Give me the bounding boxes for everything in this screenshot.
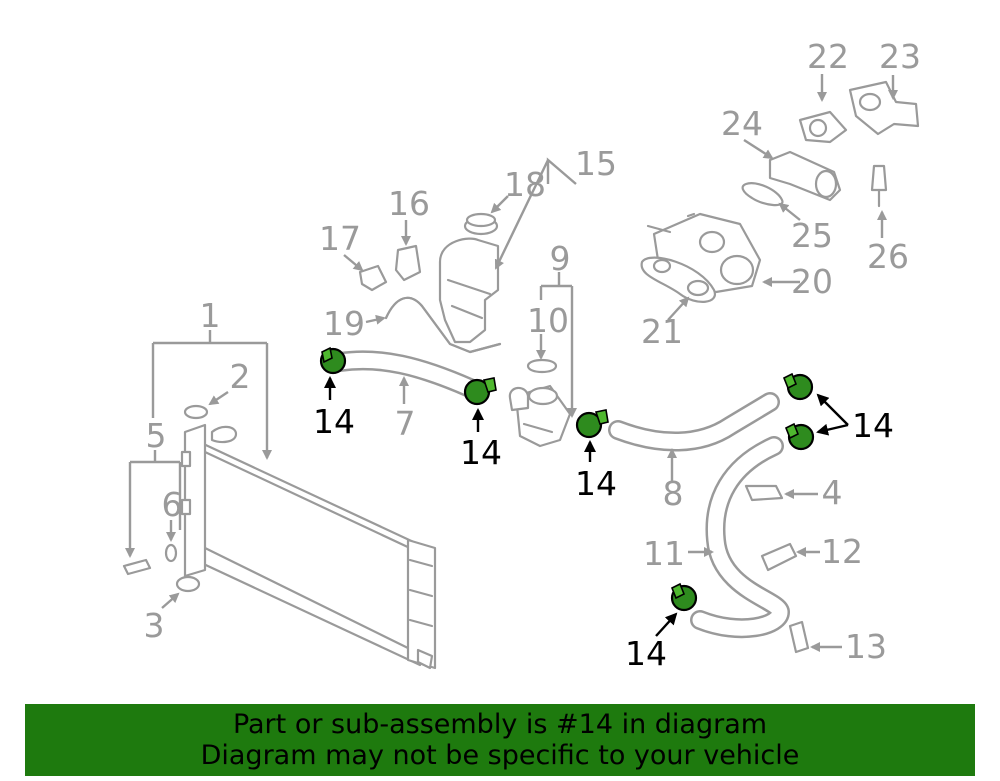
- callout-15: 15: [575, 144, 617, 183]
- heater-hose: [608, 392, 780, 482]
- outlet-gasket: [741, 182, 801, 221]
- callout-9: 9: [550, 239, 571, 278]
- callout-23: 23: [879, 37, 921, 76]
- callout-18: 18: [504, 165, 546, 204]
- hose-clamp-6: 14: [625, 582, 698, 673]
- callout-21: 21: [641, 312, 683, 351]
- reservoir-clip: [343, 254, 388, 292]
- callout-25: 25: [791, 216, 833, 255]
- info-banner: Part or sub-assembly is #14 in diagram D…: [25, 704, 975, 776]
- callout-13: 13: [845, 627, 887, 666]
- callout-5-leaders: [130, 450, 182, 556]
- callout-14-d: 14: [852, 406, 894, 445]
- callout-7: 7: [395, 404, 416, 443]
- hose-clip: [744, 484, 818, 502]
- callout-1: 1: [200, 296, 221, 335]
- callout-10: 10: [527, 301, 569, 340]
- outlet-pipe: [743, 138, 842, 202]
- thermostat-gasket: [640, 256, 716, 321]
- callout-20: 20: [791, 262, 833, 301]
- hose-clamp-1: 14: [313, 346, 355, 441]
- callout-19: 19: [323, 304, 365, 343]
- callout-14-b: 14: [460, 433, 502, 472]
- overflow-hose: [365, 296, 502, 354]
- callout-16: 16: [388, 184, 430, 223]
- banner-line-part: Part or sub-assembly is #14 in diagram: [232, 709, 768, 740]
- radiator-bracket: [122, 558, 152, 576]
- hose-clamp-4: [782, 372, 814, 401]
- callout-14-a: 14: [313, 402, 355, 441]
- parts-diagram: 1 2 3 4 5 6 7 8 9 10 11 12 13 15 16 17 1…: [0, 37, 922, 673]
- callout-11: 11: [643, 534, 685, 573]
- callout-5: 5: [146, 416, 167, 455]
- callout-4: 4: [822, 473, 843, 512]
- callout-6: 6: [162, 485, 183, 524]
- coolant-reservoir: [438, 157, 577, 344]
- radiator-cap: [183, 391, 229, 420]
- temperature-sensor: [870, 164, 888, 238]
- callout-14-c: 14: [575, 464, 617, 503]
- callout-12: 12: [821, 532, 863, 571]
- radiator: [180, 423, 437, 670]
- callout-3: 3: [144, 606, 165, 645]
- callout-8: 8: [663, 474, 684, 513]
- o-ring: [164, 520, 178, 563]
- lower-hose: [688, 436, 791, 639]
- hose-clamp-2: 14: [460, 377, 502, 472]
- callout-labels: 1 2 3 4 5 6 7 8 9 10 11 12 13 15 16 17 1…: [144, 37, 922, 666]
- callout-14-e: 14: [625, 634, 667, 673]
- callout-22: 22: [807, 37, 849, 76]
- thermostat: [798, 74, 848, 144]
- water-outlet: [508, 272, 572, 448]
- hose-bracket: [760, 542, 820, 572]
- hose-clamp-3: 14: [575, 409, 617, 503]
- hose-clamp-5: 14: [784, 393, 894, 451]
- water-inlet: [848, 75, 920, 136]
- drain-plug: [161, 575, 201, 609]
- callout-1-leaders: [151, 330, 267, 458]
- callout-24: 24: [721, 104, 763, 143]
- callout-17: 17: [319, 219, 361, 258]
- upper-hose: [330, 350, 480, 404]
- callout-26: 26: [867, 237, 909, 276]
- reservoir-bracket: [394, 220, 422, 282]
- callout-2: 2: [230, 357, 251, 396]
- banner-line-disclaimer: Diagram may not be specific to your vehi…: [200, 740, 800, 771]
- lower-bracket: [788, 620, 842, 654]
